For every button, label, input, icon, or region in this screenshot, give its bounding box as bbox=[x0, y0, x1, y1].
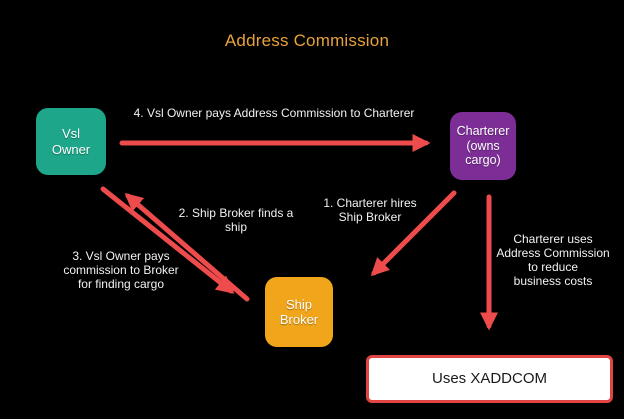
edge-label-charterer-uses-commission: Charterer uses Address Commission to red… bbox=[496, 232, 610, 289]
node-uses-xaddcom-label: Uses XADDCOM bbox=[431, 370, 547, 388]
node-vsl-owner: Vsl Owner bbox=[36, 108, 106, 175]
node-ship-broker-label: Ship Broker bbox=[279, 296, 319, 327]
node-charterer-label: Charterer (owns cargo) bbox=[456, 123, 510, 168]
edge-label-broker-finds-ship: 2. Ship Broker finds a ship bbox=[178, 206, 294, 235]
node-uses-xaddcom: Uses XADDCOM bbox=[366, 355, 613, 403]
node-charterer: Charterer (owns cargo) bbox=[450, 112, 516, 180]
edge-label-charterer-hires-broker: 1. Charterer hires Ship Broker bbox=[323, 196, 417, 225]
node-ship-broker: Ship Broker bbox=[265, 277, 333, 347]
edge-label-owner-pays-broker: 3. Vsl Owner pays commission to Broker f… bbox=[63, 249, 179, 292]
edge-label-owner-pays-charterer: 4. Vsl Owner pays Address Commission to … bbox=[133, 106, 415, 120]
diagram-title: Address Commission bbox=[224, 31, 390, 50]
node-vsl-owner-label: Vsl Owner bbox=[51, 126, 91, 157]
